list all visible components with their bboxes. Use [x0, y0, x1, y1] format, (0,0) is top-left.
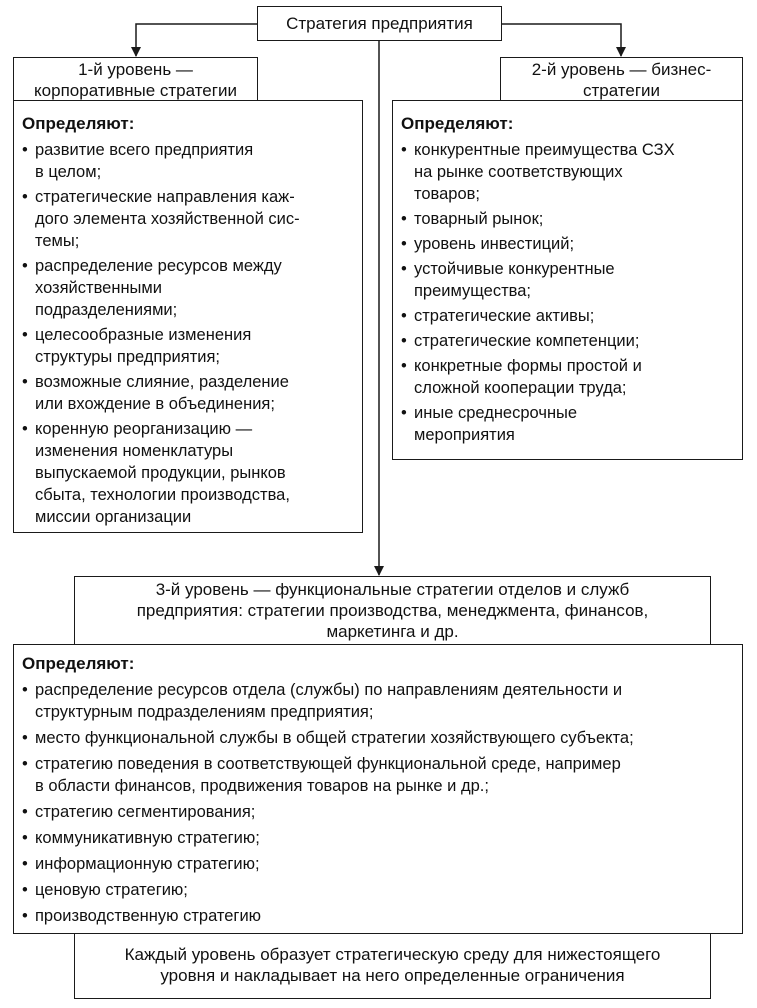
list-item: производственную стратегию: [22, 905, 736, 927]
level1-header-box: 1-й уровень — корпоративные стратегии: [13, 57, 258, 101]
level3-body-box: Определяют: распределение ресурсов отдел…: [13, 644, 743, 934]
list-item: развитие всего предприятия в целом;: [22, 139, 356, 183]
list-item-line: стратегические компетенции;: [414, 332, 640, 350]
list-item: распределение ресурсов между хозяйственны…: [22, 255, 356, 321]
list-item-line: миссии организации: [35, 508, 192, 526]
list-item: устойчивые конкурентные преимущества;: [401, 258, 736, 302]
list-item-line: изменения номенклатуры: [35, 442, 234, 460]
level1-body-box: Определяют: развитие всего предприятия в …: [13, 100, 363, 533]
list-item: коммуникативную стратегию;: [22, 827, 736, 849]
list-item: товарный рынок;: [401, 208, 736, 230]
level2-header-box: 2-й уровень — бизнес- стратегии: [500, 57, 743, 101]
list-item-line: конкурентные преимущества СЗХ: [414, 141, 675, 159]
list-item-line: производственную стратегию: [35, 907, 262, 925]
list-item-line: выпускаемой продукции, рынков: [35, 464, 286, 482]
level3-header-line: маркетинга и др.: [326, 622, 459, 641]
list-item: место функциональной службы в общей стра…: [22, 727, 736, 749]
list-item-line: структуры предприятия;: [35, 348, 220, 366]
level1-list: развитие всего предприятия в целом; страте…: [22, 139, 356, 528]
list-item-line: стратегию поведения в соответствующей фу…: [35, 755, 621, 773]
list-item: иные среднесрочные мероприятия: [401, 402, 736, 446]
list-item: стратегические активы;: [401, 305, 736, 327]
level3-header-line: предприятия: стратегии производства, мен…: [136, 601, 649, 620]
list-item-line: устойчивые конкурентные: [414, 260, 615, 278]
level2-header-line: 2-й уровень — бизнес-: [531, 60, 712, 79]
level2-body-box: Определяют: конкурентные преимущества СЗ…: [392, 100, 743, 460]
list-item: распределение ресурсов отдела (службы) п…: [22, 679, 736, 723]
list-item-line: преимущества;: [414, 282, 531, 300]
summary-note-line: Каждый уровень образует стратегическую с…: [124, 945, 661, 964]
level2-header-line: стратегии: [582, 81, 661, 100]
list-item: конкретные формы простой и сложной коопер…: [401, 355, 736, 399]
list-item-line: подразделениями;: [35, 301, 178, 319]
list-item-line: целесообразные изменения: [35, 326, 252, 344]
list-item-line: уровень инвестиций;: [414, 235, 575, 253]
list-item-line: на рынке соответствующих: [414, 163, 623, 181]
list-item-line: распределение ресурсов отдела (службы) п…: [35, 681, 623, 699]
list-item-line: мероприятия: [414, 426, 515, 444]
list-item: коренную реорганизацию — изменения номенк…: [22, 418, 356, 528]
list-item-line: распределение ресурсов между: [35, 257, 282, 275]
list-item-line: в области финансов, продвижения товаров …: [35, 777, 489, 795]
list-item-line: ценовую стратегию;: [35, 881, 188, 899]
level1-header-line: корпоративные стратегии: [34, 81, 237, 100]
list-item-line: стратегические направления каж-: [35, 188, 295, 206]
list-item: уровень инвестиций;: [401, 233, 736, 255]
level3-list: распределение ресурсов отдела (службы) п…: [22, 679, 736, 927]
list-item: стратегию поведения в соответствующей фу…: [22, 753, 736, 797]
level3-heading: Определяют:: [22, 654, 135, 673]
list-item-line: дого элемента хозяйственной сис-: [35, 210, 300, 228]
list-item: ценовую стратегию;: [22, 879, 736, 901]
level3-header-box: 3-й уровень — функциональные стратегии о…: [74, 576, 711, 645]
enterprise-strategy-box: Стратегия предприятия: [257, 6, 502, 41]
list-item-line: сложной кооперации труда;: [414, 379, 627, 397]
list-item: стратегию сегментирования;: [22, 801, 736, 823]
list-item-line: в целом;: [35, 163, 102, 181]
list-item-line: возможные слияние, разделение: [35, 373, 289, 391]
list-item-line: коренную реорганизацию —: [35, 420, 253, 438]
list-item: информационную стратегию;: [22, 853, 736, 875]
list-item-line: конкретные формы простой и: [414, 357, 642, 375]
level3-header-line: 3-й уровень — функциональные стратегии о…: [155, 580, 630, 599]
list-item-line: товарный рынок;: [414, 210, 544, 228]
list-item-line: стратегические активы;: [414, 307, 595, 325]
list-item: целесообразные изменения структуры предпр…: [22, 324, 356, 368]
list-item-line: информационную стратегию;: [35, 855, 260, 873]
list-item-line: товаров;: [414, 185, 481, 203]
list-item: возможные слияние, разделение или вхожден…: [22, 371, 356, 415]
level1-header-line: 1-й уровень —: [78, 60, 193, 79]
list-item-line: хозяйственными: [35, 279, 162, 297]
list-item-line: развитие всего предприятия: [35, 141, 254, 159]
list-item: конкурентные преимущества СЗХ на рынке со…: [401, 139, 736, 205]
list-item-line: темы;: [35, 232, 80, 250]
level1-heading: Определяют:: [22, 114, 135, 133]
list-item-line: место функциональной службы в общей стра…: [35, 729, 634, 747]
level2-list: конкурентные преимущества СЗХ на рынке со…: [401, 139, 736, 446]
list-item: стратегические компетенции;: [401, 330, 736, 352]
list-item-line: сбыта, технологии производства,: [35, 486, 290, 504]
summary-note-box: Каждый уровень образует стратегическую с…: [74, 933, 711, 999]
list-item: стратегические направления каж-дого элем…: [22, 186, 356, 252]
list-item-line: стратегию сегментирования;: [35, 803, 256, 821]
enterprise-strategy-title: Стратегия предприятия: [286, 14, 473, 33]
list-item-line: коммуникативную стратегию;: [35, 829, 260, 847]
arrow-to-level2: [502, 23, 626, 57]
list-item-line: иные среднесрочные: [414, 404, 578, 422]
summary-note-line: уровня и накладывает на него определенны…: [160, 966, 625, 985]
list-item-line: структурным подразделениям предприятия;: [35, 703, 374, 721]
arrow-to-level1: [131, 23, 257, 57]
list-item-line: или вхождение в объединения;: [35, 395, 275, 413]
level2-heading: Определяют:: [401, 114, 514, 133]
